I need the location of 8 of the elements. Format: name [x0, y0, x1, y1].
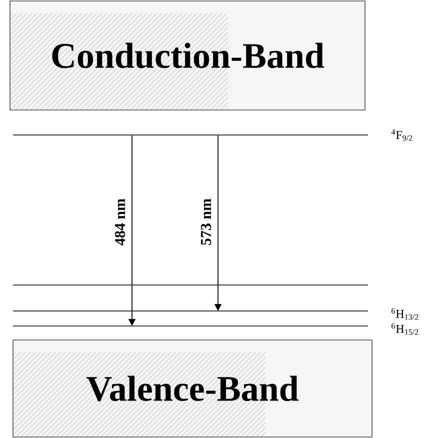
- band-box: Conduction-Band: [10, 0, 366, 110]
- level-label: $^{4}$F$_{9/2}$: [391, 129, 412, 141]
- level-label: $^{6}$H$_{13/2}$: [392, 308, 418, 320]
- band-box: Valence-Band: [12, 340, 372, 438]
- edge-label: 484 nm: [114, 198, 126, 246]
- edge-label: 573 nm: [200, 198, 212, 245]
- level-label: $^{6}$H$_{15/2}$: [392, 323, 418, 335]
- energy-level-line: [13, 284, 368, 286]
